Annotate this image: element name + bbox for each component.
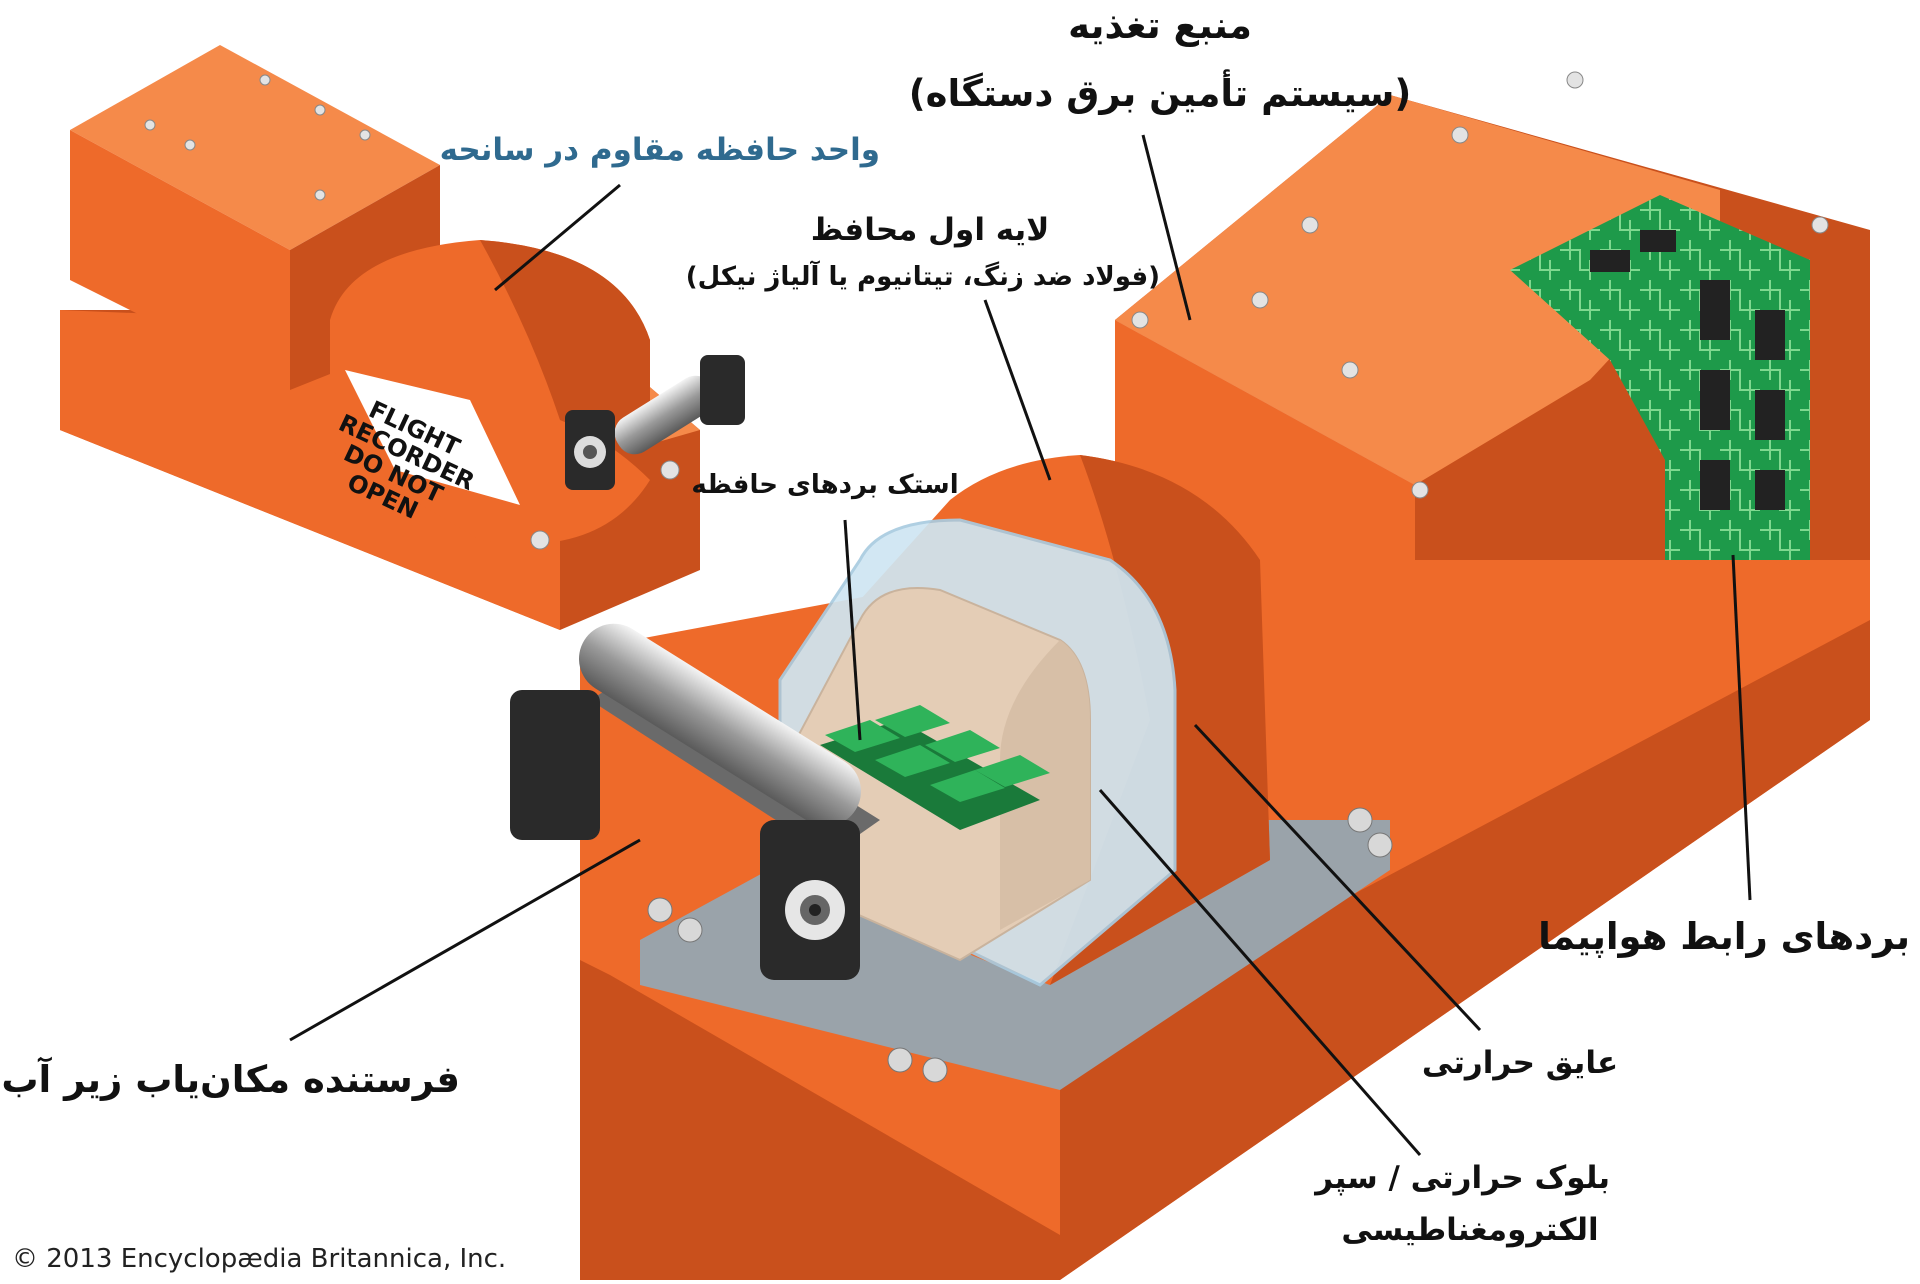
label-thermal-block-line2: الکترومغناطیسی — [1341, 1212, 1599, 1248]
label-power-sub: (سیستم تأمین برق دستگاه) — [908, 72, 1412, 115]
label-thermal-insulator: عایق حرارتی — [1421, 1045, 1619, 1081]
label-beacon: فرستنده مکان‌یاب زیر آب — [1, 1058, 460, 1101]
screw-icon — [144, 74, 680, 550]
copyright-text: © 2013 Encyclopædia Britannica, Inc. — [12, 1244, 507, 1274]
label-memory-unit: واحد حافظه مقاوم در سانحه — [439, 132, 880, 168]
label-first-layer-title: لایه اول محافظ — [810, 212, 1050, 248]
screw-icon — [647, 807, 1393, 1083]
label-power-title: منبع تغذیه — [1068, 4, 1252, 47]
label-first-layer-sub: (فولاد ضد زنگ، تیتانیوم یا آلیاژ نیکل) — [685, 262, 1160, 292]
memory-unit-main — [510, 455, 1270, 987]
screw-icon — [1131, 71, 1829, 499]
label-thermal-block-line1: بلوک حرارتی / سپر — [1315, 1160, 1610, 1196]
memory-chip-icon — [820, 705, 1050, 830]
label-aircraft-boards: بردهای رابط هواپیما — [1538, 915, 1910, 958]
small-recorder — [60, 45, 745, 630]
label-memory-stack: استک بردهای حافظه — [691, 470, 959, 500]
underwater-locator-beacon — [510, 623, 880, 980]
leader-lines — [289, 134, 1752, 1156]
